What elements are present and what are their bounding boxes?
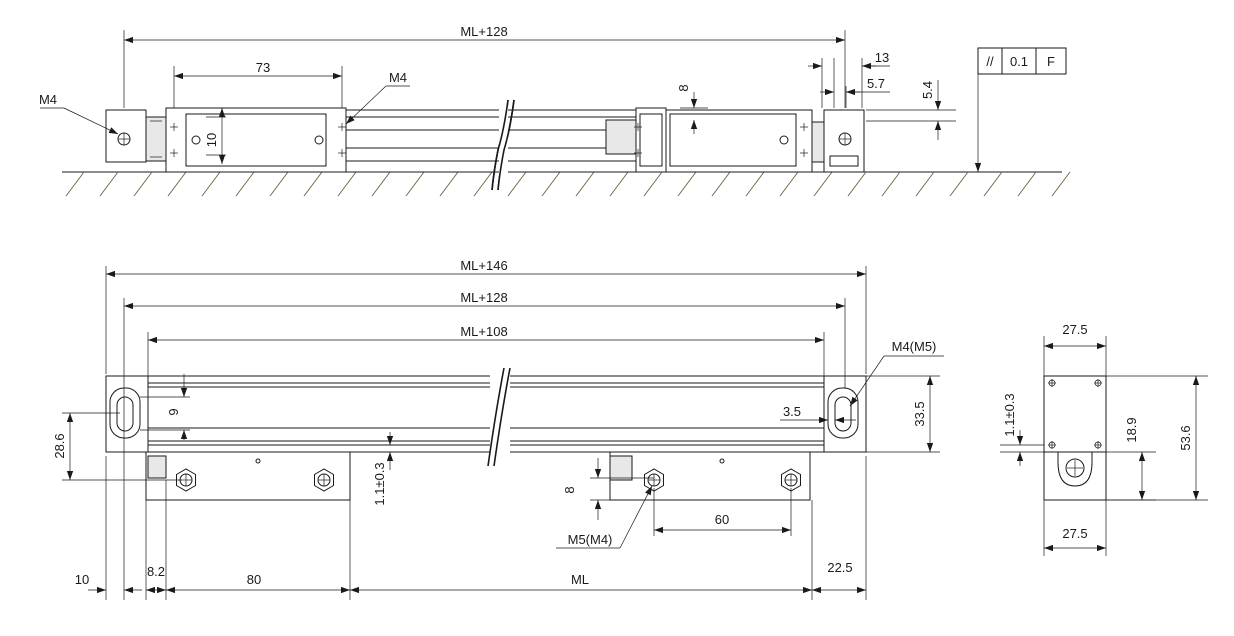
- tolerance-datum: F: [1047, 54, 1055, 69]
- dim-ml-plus-128-top: ML+128: [460, 24, 507, 39]
- dim-22-5: 22.5: [827, 560, 852, 575]
- hex-nut: [781, 468, 801, 492]
- dim-ml-plus-146: ML+146: [460, 258, 507, 273]
- label-m5-m4: M5(M4): [568, 532, 613, 547]
- dim-33-5: 33.5: [912, 401, 927, 426]
- hatch-line: [949, 171, 969, 197]
- hatch-line: [575, 171, 595, 197]
- dim-ml-plus-128: ML+128: [460, 290, 507, 305]
- hatch-line: [643, 171, 663, 197]
- tolerance-frame: // 0.1 F: [974, 47, 1067, 172]
- hatch-line: [133, 171, 153, 197]
- dim-27-5-top: 27.5: [1062, 322, 1087, 337]
- scale-body: [105, 375, 867, 453]
- hatch-line: [337, 171, 357, 197]
- hex-nut: [644, 468, 664, 492]
- dim-80: 80: [247, 572, 261, 587]
- mounting-bracket-right: [609, 451, 811, 501]
- hatch-line: [609, 171, 629, 197]
- label-m4-mid: M4: [389, 70, 407, 85]
- dim-8-bottom: 8: [562, 486, 577, 493]
- dim-13: 13: [875, 50, 889, 65]
- dim-10: 10: [204, 133, 219, 147]
- hatch-line: [711, 171, 731, 197]
- slot-right: [827, 387, 859, 439]
- hatch-line: [881, 171, 901, 197]
- label-m4-m5: M4(M5): [892, 339, 937, 354]
- hatch-line: [779, 171, 799, 197]
- hatch-line: [99, 171, 119, 197]
- end-profile: [1043, 375, 1107, 453]
- hatch-line: [813, 171, 833, 197]
- hex-nuts: [176, 468, 801, 492]
- hatch-line: [303, 171, 323, 197]
- hatch-line: [167, 171, 187, 197]
- dim-ml: ML: [571, 572, 589, 587]
- hatch-line: [541, 171, 561, 197]
- dim-5-7: 5.7: [867, 76, 885, 91]
- hatch-line: [677, 171, 697, 197]
- hatch-line: [1051, 171, 1071, 197]
- hatch-line: [847, 171, 867, 197]
- hatch-line: [507, 171, 527, 197]
- hatch-line: [405, 171, 425, 197]
- dim-18-9: 18.9: [1124, 417, 1139, 442]
- dim-28-6: 28.6: [52, 433, 67, 458]
- end-view: 27.5 1.1±0.3 18.9 53.6 27.5: [1000, 322, 1208, 556]
- dim-8-2: 8.2: [147, 564, 165, 579]
- hatch-line: [1017, 171, 1037, 197]
- hatch-line: [473, 171, 493, 197]
- hatch-line: [201, 171, 221, 197]
- left-end-cap: [105, 109, 147, 163]
- top-view: ML+128 73 M4 M4 10 8 13: [39, 24, 1071, 197]
- dim-9: 9: [166, 408, 181, 415]
- hatch-line: [269, 171, 289, 197]
- tolerance-symbol: //: [986, 54, 994, 69]
- hatch-line: [371, 171, 391, 197]
- dim-3-5: 3.5: [783, 404, 801, 419]
- label-m4-left: M4: [39, 92, 57, 107]
- dim-73: 73: [256, 60, 270, 75]
- dim-10-bottom: 10: [75, 572, 89, 587]
- dim-5-4: 5.4: [920, 81, 935, 99]
- dim-27-5-bottom: 27.5: [1062, 526, 1087, 541]
- reading-head-left: [165, 107, 347, 173]
- hatch-line: [439, 171, 459, 197]
- dim-1-1-end: 1.1±0.3: [1002, 393, 1017, 436]
- dim-ml-plus-108: ML+108: [460, 324, 507, 339]
- hex-nut: [314, 468, 334, 492]
- dim-8-top: 8: [676, 84, 691, 91]
- front-view: ML+146 ML+128 ML+108 M4(M5) 9 3.5 33.5 2: [52, 258, 944, 600]
- dim-53-6: 53.6: [1178, 425, 1193, 450]
- hex-nut: [176, 468, 196, 492]
- ground-hatching: [65, 171, 1071, 197]
- hatch-line: [745, 171, 765, 197]
- hatch-line: [983, 171, 1003, 197]
- dim-1-1-front: 1.1±0.3: [372, 462, 387, 505]
- hatch-line: [65, 171, 85, 197]
- dim-60: 60: [715, 512, 729, 527]
- tolerance-value: 0.1: [1010, 54, 1028, 69]
- hatch-line: [915, 171, 935, 197]
- hatch-line: [235, 171, 255, 197]
